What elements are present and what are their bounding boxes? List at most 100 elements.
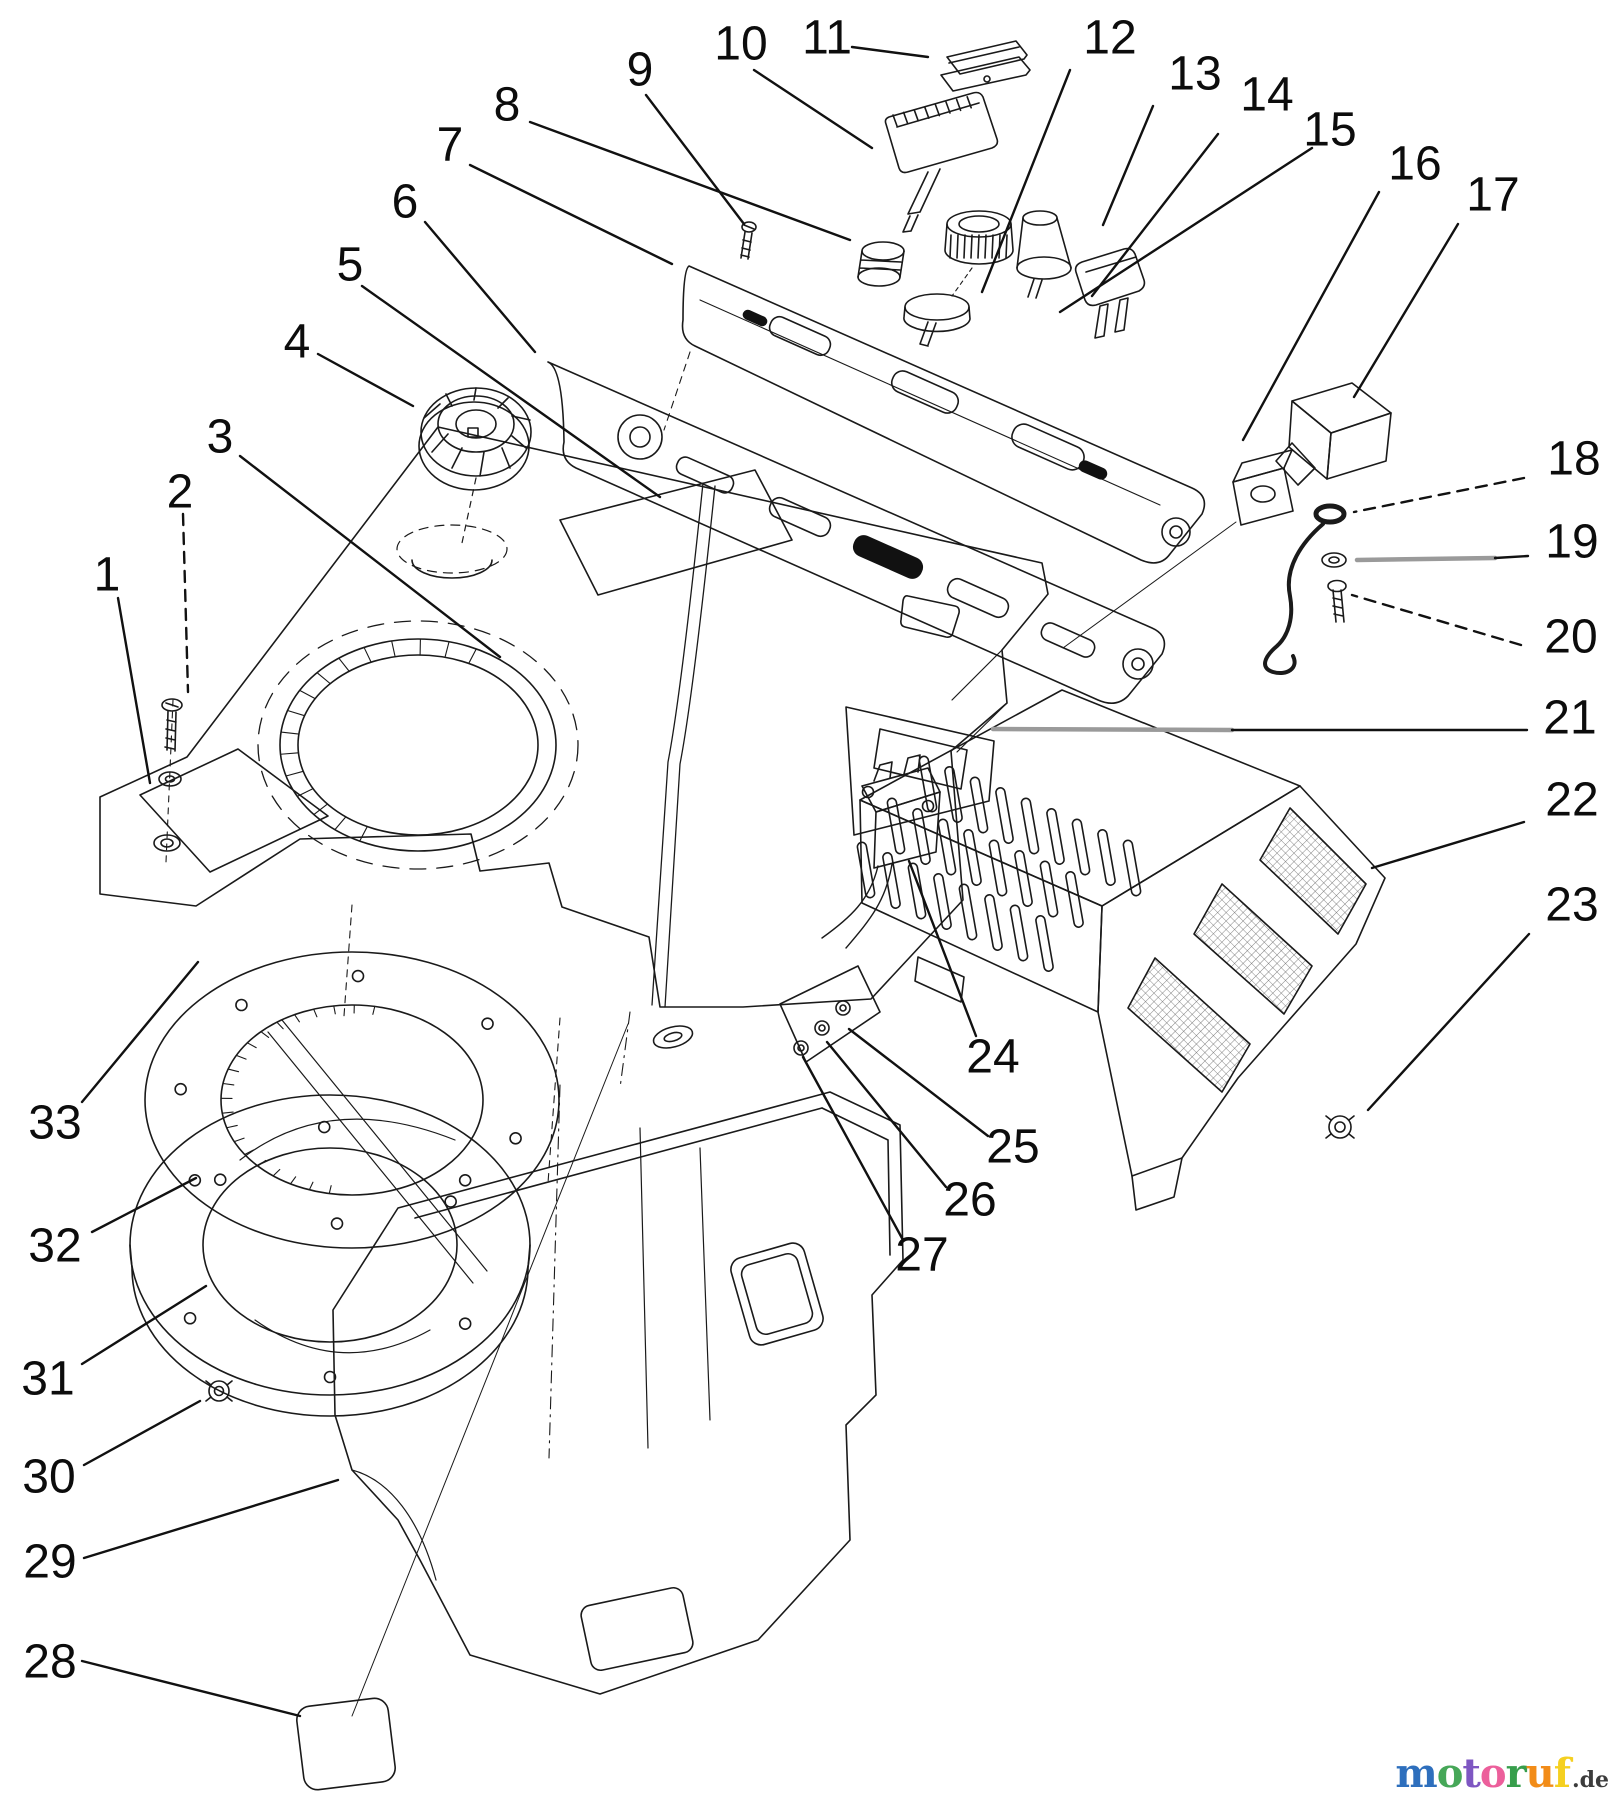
part-callout-14: 14 bbox=[1240, 69, 1293, 122]
leader-line-1 bbox=[116, 596, 152, 785]
leader-line-12 bbox=[980, 68, 1072, 294]
screw-27 bbox=[793, 1040, 809, 1056]
logo-letter: t bbox=[1462, 1750, 1481, 1797]
leader-line-10 bbox=[752, 68, 874, 150]
engine-vent-cover bbox=[856, 689, 1386, 1211]
console-body bbox=[99, 351, 1237, 1184]
leader-line-26 bbox=[825, 1040, 948, 1189]
part-callout-19: 19 bbox=[1545, 516, 1598, 569]
o-ring-18 bbox=[1313, 503, 1347, 525]
fuel-cap bbox=[418, 387, 532, 491]
logo-letter: m bbox=[1395, 1750, 1437, 1797]
dash-bezel-lower bbox=[547, 361, 1166, 704]
switch-cone bbox=[1016, 210, 1072, 299]
leader-line-11 bbox=[850, 45, 930, 59]
ignition-switch-14 bbox=[1074, 247, 1146, 339]
leader-line-19 bbox=[1354, 555, 1498, 563]
leader-line-30 bbox=[82, 1399, 202, 1467]
part-callout-22: 22 bbox=[1545, 774, 1598, 827]
leader-line-25 bbox=[847, 1027, 990, 1138]
motoruf-logo: motoruf.de bbox=[1395, 1754, 1609, 1794]
leader-line-20 bbox=[1350, 593, 1523, 647]
part-callout-10: 10 bbox=[714, 18, 767, 71]
console-left-flange bbox=[139, 748, 329, 873]
leader-line-14 bbox=[1090, 132, 1220, 298]
logo-suffix: .de bbox=[1571, 1767, 1609, 1793]
ignition-key-10 bbox=[884, 91, 999, 233]
part-callout-29: 29 bbox=[23, 1536, 76, 1589]
leader-line-18 bbox=[1352, 476, 1526, 514]
leader-line-31 bbox=[80, 1284, 208, 1366]
logo-letter: u bbox=[1525, 1750, 1555, 1797]
key-bushing-8 bbox=[857, 241, 905, 287]
screw-26 bbox=[814, 1020, 830, 1036]
part-callout-18: 18 bbox=[1547, 433, 1600, 486]
part-callout-1: 1 bbox=[94, 549, 121, 602]
housing-handle-hole bbox=[730, 1242, 824, 1346]
part-callout-33: 33 bbox=[28, 1097, 81, 1150]
leader-line-22 bbox=[1370, 820, 1526, 870]
part-callout-21: 21 bbox=[1543, 692, 1596, 745]
housing-bottom-pocket bbox=[580, 1586, 694, 1672]
part-callout-6: 6 bbox=[392, 176, 419, 229]
screw-25 bbox=[835, 1000, 851, 1016]
leader-line-4 bbox=[316, 352, 415, 408]
leader-line-29 bbox=[82, 1478, 340, 1560]
part-callout-25: 25 bbox=[986, 1121, 1039, 1174]
logo-letter: o bbox=[1479, 1750, 1507, 1797]
leader-line-7 bbox=[468, 163, 674, 266]
leader-line-21 bbox=[990, 726, 1235, 733]
cover-mesh-panel bbox=[1259, 807, 1367, 935]
leader-line-24 bbox=[907, 859, 978, 1038]
washer-19 bbox=[1321, 552, 1347, 568]
cover-mesh-panel bbox=[1127, 957, 1251, 1093]
leader-line-8 bbox=[528, 120, 852, 242]
part-callout-15: 15 bbox=[1303, 104, 1356, 157]
part-callout-2: 2 bbox=[167, 466, 194, 519]
part-callout-27: 27 bbox=[895, 1229, 948, 1282]
leader-line-17 bbox=[1352, 222, 1460, 399]
washer-1 bbox=[153, 834, 181, 852]
part-callout-30: 30 bbox=[22, 1451, 75, 1504]
leader-line-28 bbox=[80, 1659, 302, 1718]
leader-line-27 bbox=[801, 1055, 905, 1242]
fastener-tab bbox=[779, 965, 881, 1063]
opening-rim-hatch bbox=[279, 638, 477, 842]
part-callout-3: 3 bbox=[207, 411, 234, 464]
blower-ring-31 bbox=[129, 1094, 531, 1417]
leader-line-23 bbox=[1366, 932, 1531, 1112]
leader-lines bbox=[80, 45, 1531, 1718]
cover-bottom-tab bbox=[914, 956, 965, 1003]
logo-letter: f bbox=[1553, 1750, 1571, 1797]
dash-bezel-upper bbox=[681, 265, 1206, 564]
bezel-grommet-hole bbox=[617, 414, 663, 460]
part-callout-7: 7 bbox=[437, 119, 464, 172]
part-callout-20: 20 bbox=[1544, 611, 1597, 664]
part-callout-12: 12 bbox=[1083, 12, 1136, 65]
leader-line-2 bbox=[181, 512, 190, 694]
part-callout-4: 4 bbox=[284, 316, 311, 369]
ground-wire-group bbox=[1263, 503, 1347, 675]
logo-word: motoruf bbox=[1395, 1754, 1571, 1794]
console-support-pillar bbox=[651, 482, 716, 1008]
part-callout-5: 5 bbox=[337, 239, 364, 292]
connector-block-16 bbox=[1232, 449, 1294, 526]
impeller-detail bbox=[239, 1019, 488, 1354]
leader-line-19 bbox=[1493, 554, 1530, 560]
part-callout-16: 16 bbox=[1388, 138, 1441, 191]
part-callout-32: 32 bbox=[28, 1220, 81, 1273]
part-callout-24: 24 bbox=[966, 1031, 1019, 1084]
flange-nut-30 bbox=[205, 1380, 233, 1402]
cover-nut-23 bbox=[1325, 1115, 1355, 1139]
harness-connector-24 bbox=[821, 754, 941, 949]
mount-screw-washers bbox=[153, 698, 183, 863]
ground-wire bbox=[1263, 522, 1325, 675]
blower-ring-32 bbox=[144, 951, 560, 1249]
leader-line-15 bbox=[1058, 146, 1314, 314]
panel-screw-9 bbox=[740, 221, 757, 260]
key-cover-clip-11 bbox=[940, 40, 1031, 92]
fuel-filler-hole bbox=[411, 559, 493, 579]
